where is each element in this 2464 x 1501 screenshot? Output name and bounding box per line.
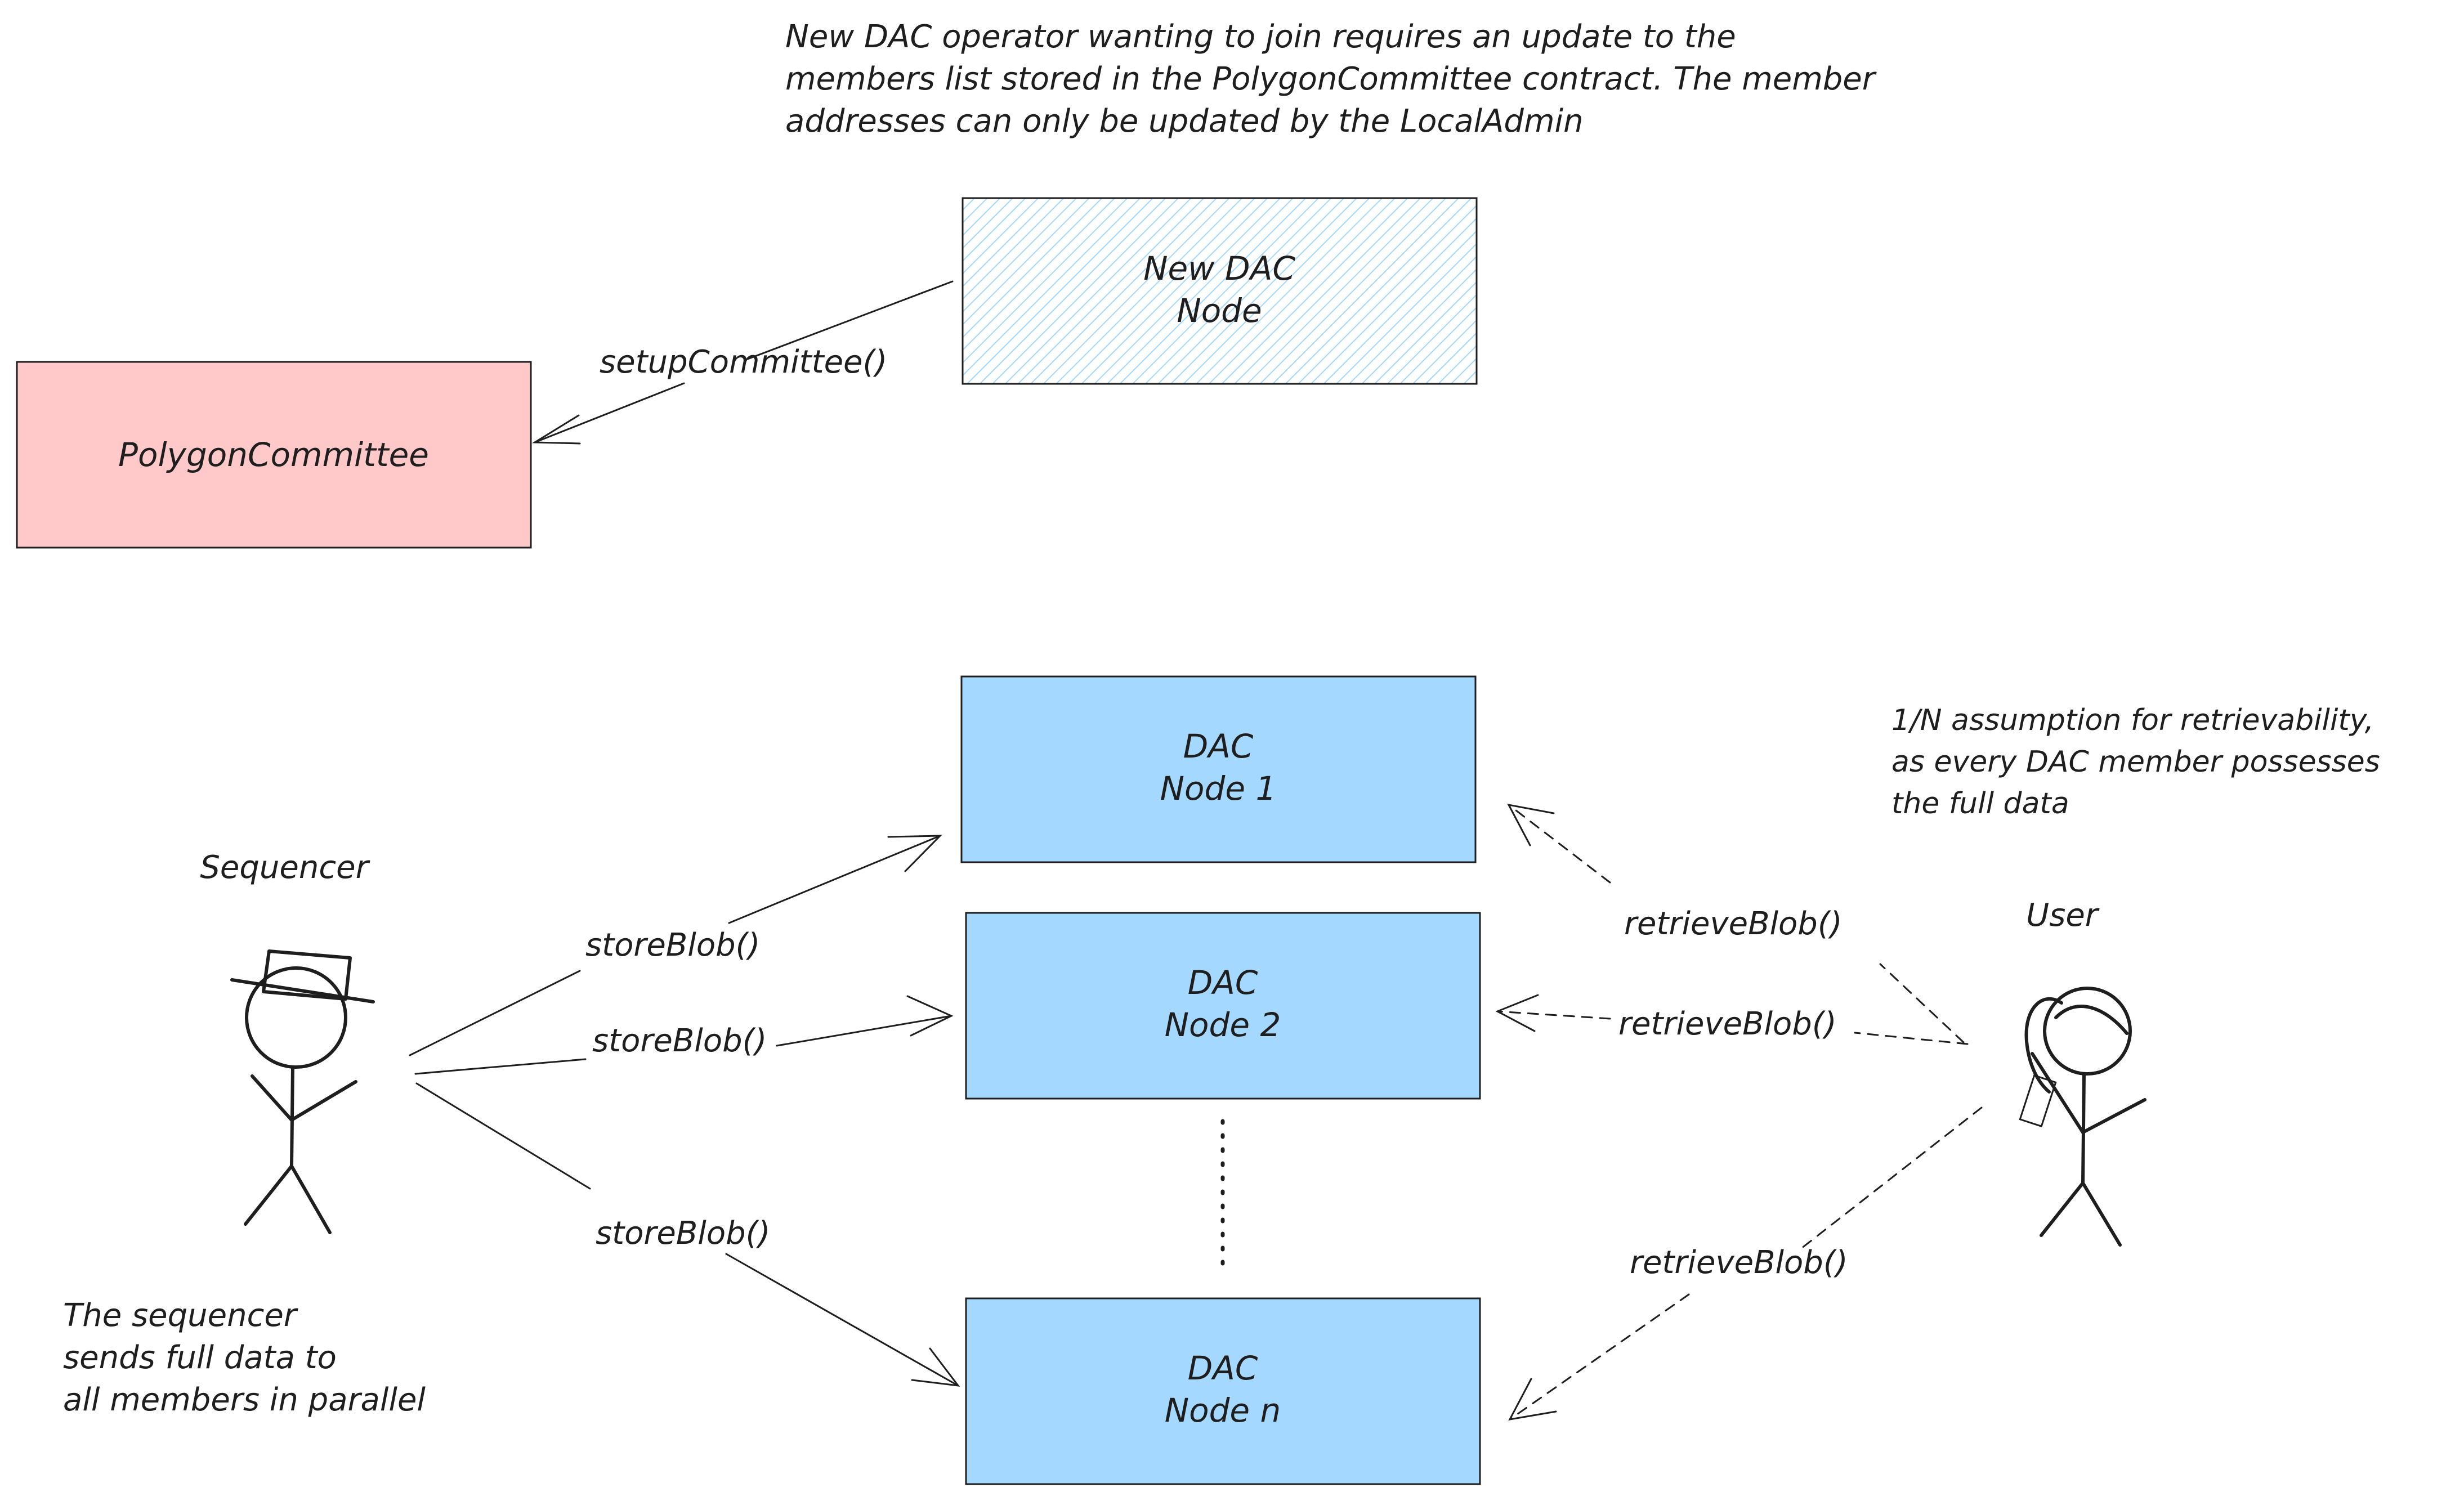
- dac-node-n-box: DAC Node n: [965, 1297, 1481, 1485]
- phone-icon: [2019, 1074, 2057, 1128]
- retrieve-blob-arrow-node-n: [1508, 1106, 1983, 1421]
- retrieve-blob-arrow-node-2: [1495, 994, 1969, 1045]
- dac-node-n-label-line1: DAC: [1188, 1349, 1258, 1387]
- dac-node-2-label-line1: DAC: [1188, 964, 1258, 1002]
- dac-node-2-label-line2: Node 2: [1165, 1006, 1281, 1044]
- note-line: New DAC operator wanting to join require…: [785, 19, 1736, 55]
- sequencer-note: The sequencer sends full data to all mem…: [63, 1294, 426, 1421]
- dac-node-1-label-line1: DAC: [1183, 727, 1254, 765]
- note-line: The sequencer: [63, 1297, 297, 1334]
- note-line: 1/N assumption for retrievability,: [1891, 704, 2374, 737]
- store-blob-label-node-n: storeBlob(): [596, 1215, 770, 1252]
- dac-node-1-label-line2: Node 1: [1160, 769, 1277, 808]
- retrieve-blob-label-node-n: retrieveBlob(): [1630, 1244, 1848, 1281]
- user-hair: [2024, 997, 2063, 1094]
- sequencer-head: [245, 966, 347, 1069]
- new-dac-node-box: New DAC Node: [962, 197, 1478, 385]
- new-operator-note: New DAC operator wanting to join require…: [785, 16, 1875, 142]
- user-actor: [2024, 987, 2147, 1247]
- note-line: as every DAC member possesses: [1891, 745, 2380, 779]
- store-blob-label-node-2: storeBlob(): [592, 1023, 767, 1059]
- setup-committee-label: setupCommittee(): [600, 344, 887, 380]
- new-dac-node-label-line1: New DAC: [1143, 249, 1295, 288]
- store-blob-label-node-1: storeBlob(): [585, 927, 760, 964]
- setup-committee-arrow: [531, 280, 954, 445]
- note-line: addresses can only be updated by the Loc…: [785, 103, 1584, 140]
- user-head: [2043, 987, 2132, 1076]
- retrieve-blob-label-node-2: retrieveBlob(): [1618, 1006, 1837, 1042]
- new-dac-node-label-line2: Node: [1177, 292, 1262, 330]
- store-blob-arrow-node-n: [415, 1082, 960, 1387]
- store-blob-arrow-node-2: [414, 995, 954, 1075]
- retrieve-blob-label-node-1: retrieveBlob(): [1624, 906, 1843, 942]
- retrieve-blob-arrow-node-1: [1507, 803, 1965, 1043]
- dac-node-n-label-line2: Node n: [1165, 1391, 1281, 1430]
- dac-node-2-box: DAC Node 2: [965, 912, 1481, 1100]
- polygon-committee-label: PolygonCommittee: [118, 436, 429, 474]
- user-label: User: [2026, 897, 2100, 934]
- sequencer-label: Sequencer: [200, 849, 370, 886]
- sequencer-actor: [230, 949, 375, 1234]
- note-line: sends full data to: [63, 1339, 337, 1376]
- store-blob-arrow-node-1: [409, 835, 942, 1056]
- note-line: members list stored in the PolygonCommit…: [785, 61, 1875, 97]
- dac-node-1-box: DAC Node 1: [960, 675, 1477, 863]
- polygon-committee-box: PolygonCommittee: [16, 361, 532, 549]
- retrievability-note: 1/N assumption for retrievability, as ev…: [1891, 700, 2380, 825]
- note-line: all members in parallel: [63, 1382, 426, 1418]
- note-line: the full data: [1891, 787, 2069, 821]
